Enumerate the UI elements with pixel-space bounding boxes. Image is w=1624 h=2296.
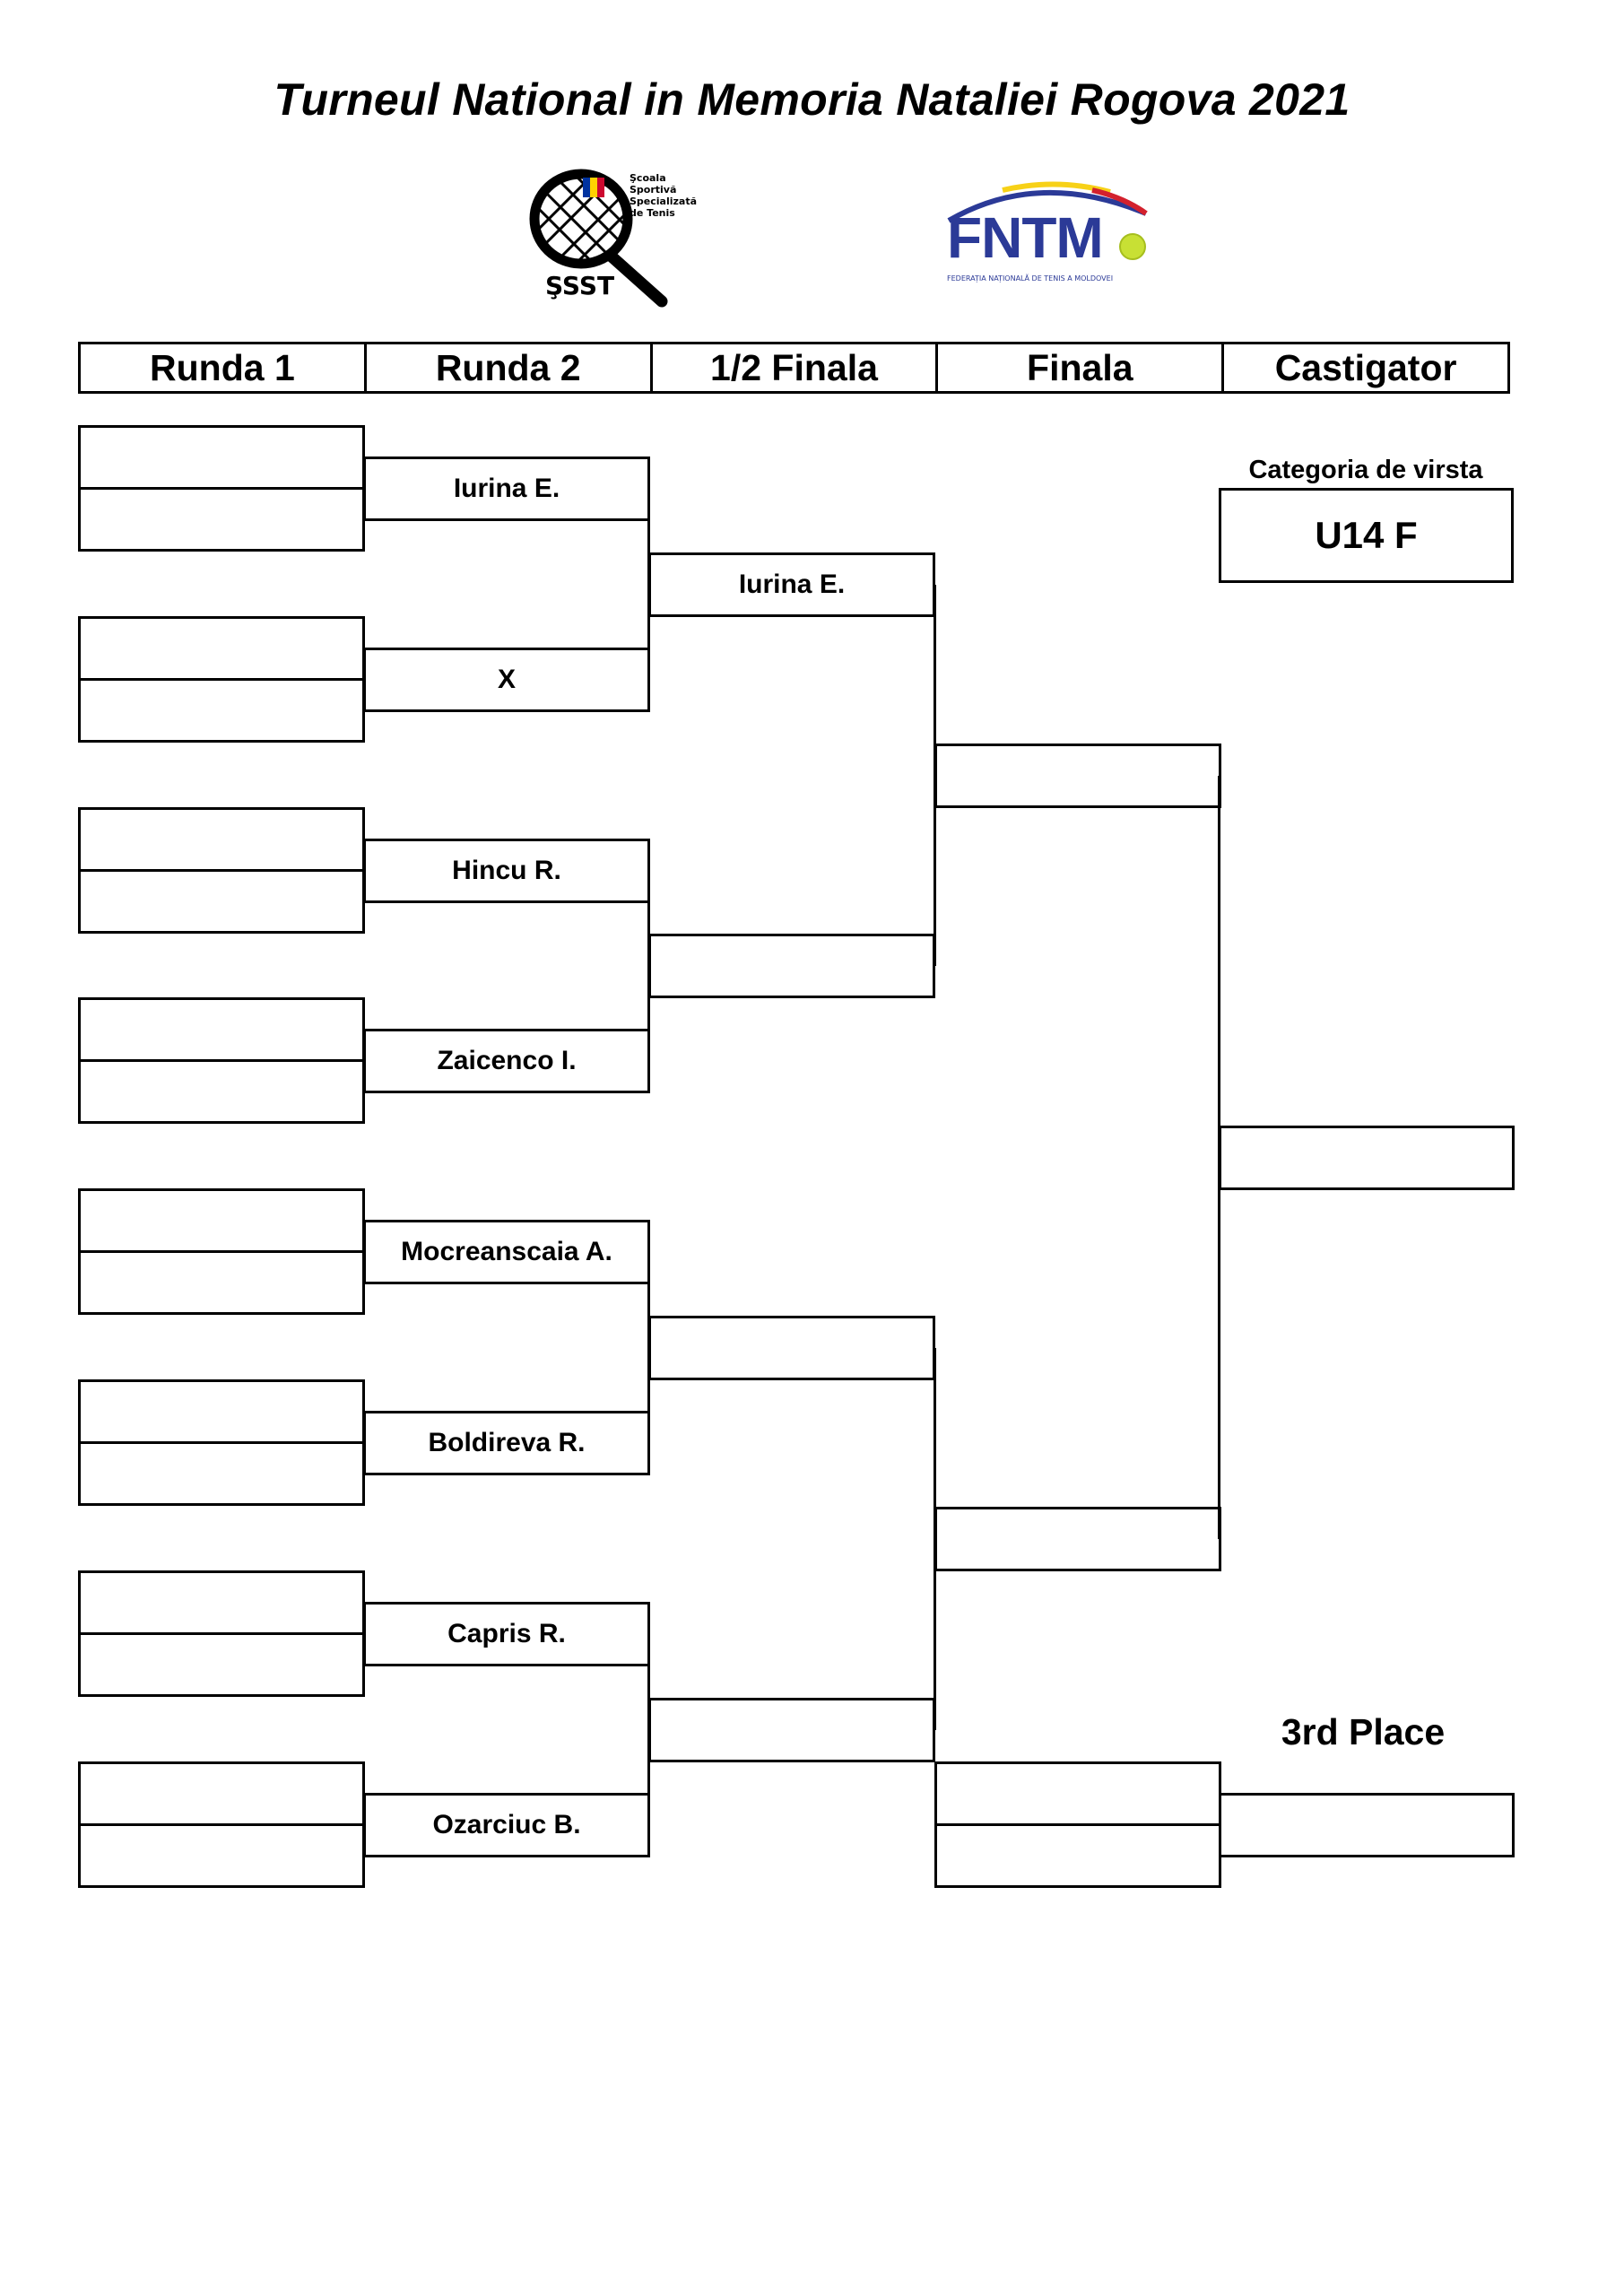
fntm-logo: FNTM FEDERAȚIA NAȚIONALĂ DE TENIS A MOLD… (940, 178, 1164, 290)
semifinal-slot: Iurina E. (648, 552, 935, 617)
round1-slot (78, 997, 365, 1062)
header-semifinala: 1/2 Finala (653, 344, 939, 391)
fntm-subtitle: FEDERAȚIA NAȚIONALĂ DE TENIS A MOLDOVEI (947, 274, 1114, 283)
round1-slot (78, 1570, 365, 1635)
ssst-line-3: Specializată (630, 196, 698, 207)
tennis-racket-icon (529, 169, 668, 308)
semifinal-slot (648, 1316, 935, 1380)
round2-player-slot: Boldireva R. (363, 1411, 650, 1475)
semifinal-slot (648, 934, 935, 998)
semifinal-slot (648, 1698, 935, 1762)
ssst-short-name: ŞSST (545, 271, 615, 300)
round2-player-slot: Capris R. (363, 1602, 650, 1666)
round1-slot (78, 425, 365, 490)
header-runda-2: Runda 2 (367, 344, 653, 391)
round2-player-slot: X (363, 648, 650, 712)
round1-slot (78, 616, 365, 681)
round1-slot (78, 1441, 365, 1506)
round1-slot (78, 1188, 365, 1253)
round1-slot (78, 1632, 365, 1697)
final-slot (934, 744, 1221, 808)
round2-player-slot: Zaicenco I. (363, 1029, 650, 1093)
round-header-row: Runda 1 Runda 2 1/2 Finala Finala Castig… (78, 342, 1510, 394)
round1-slot (78, 487, 365, 552)
category-label: Categoria de virsta (1248, 456, 1483, 484)
third-place-label: 3rd Place (1281, 1711, 1446, 1752)
round1-slot (78, 807, 365, 872)
round2-player-slot: Mocreanscaia A. (363, 1220, 650, 1284)
round1-slot (78, 1761, 365, 1826)
fntm-wordmark: FNTM (947, 205, 1104, 270)
round2-player-slot: Ozarciuc B. (363, 1793, 650, 1857)
round2-player-slot: Hincu R. (363, 839, 650, 903)
third-place-winner-slot (1219, 1793, 1515, 1857)
tennis-ball-icon (1119, 233, 1146, 260)
round1-slot (78, 869, 365, 934)
header-finala: Finala (938, 344, 1225, 391)
third-place-slot (934, 1761, 1221, 1826)
ssst-logo: Şcoala Sportivă Specializată de Tenis ŞS… (529, 167, 713, 310)
round2-player-slot: Iurina E. (363, 457, 650, 521)
third-place-slot (934, 1823, 1221, 1888)
round1-slot (78, 1379, 365, 1444)
winner-slot (1219, 1126, 1515, 1190)
ssst-line-2: Sportivă (630, 184, 677, 196)
round1-slot (78, 678, 365, 743)
round1-slot (78, 1059, 365, 1124)
final-slot (934, 1507, 1221, 1571)
category-value: U14 F (1219, 488, 1514, 583)
ssst-line-1: Şcoala (630, 172, 666, 184)
page-title: Turneul National in Memoria Nataliei Rog… (274, 74, 1350, 125)
round1-slot (78, 1823, 365, 1888)
ssst-line-4: de Tenis (630, 207, 675, 219)
header-castigator: Castigator (1274, 346, 1457, 388)
header-runda-1: Runda 1 (81, 344, 367, 391)
round1-slot (78, 1250, 365, 1315)
